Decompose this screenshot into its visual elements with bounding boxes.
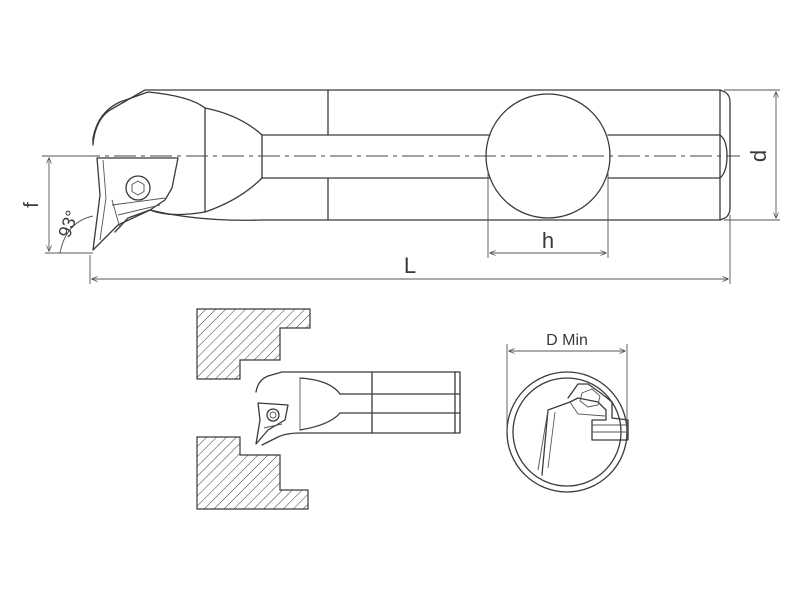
end-view-dmin: D Min bbox=[506, 332, 629, 493]
dimension-d-label: d bbox=[746, 150, 771, 162]
dimension-L-label: L bbox=[404, 253, 416, 278]
main-side-view: f 93° d h L bbox=[21, 89, 780, 284]
dimension-h-label: h bbox=[542, 228, 554, 253]
shank bbox=[327, 89, 731, 221]
angle-dimension: 93° bbox=[54, 208, 94, 254]
tool-head bbox=[92, 89, 329, 233]
neck bbox=[261, 134, 728, 179]
dmin-label: D Min bbox=[546, 332, 588, 349]
dimension-f: f bbox=[21, 155, 95, 254]
dimension-d: d bbox=[724, 89, 780, 221]
angle-label: 93° bbox=[54, 208, 82, 240]
dimension-h: h bbox=[487, 170, 609, 258]
workpiece-lower bbox=[196, 436, 309, 510]
bore-section-view bbox=[196, 308, 461, 510]
workpiece-upper bbox=[196, 308, 311, 380]
dimension-L: L bbox=[89, 215, 731, 284]
insert-screw bbox=[125, 175, 151, 201]
small-boring-bar bbox=[255, 371, 461, 446]
dimension-f-label: f bbox=[21, 202, 43, 208]
cutting-insert bbox=[92, 157, 179, 251]
